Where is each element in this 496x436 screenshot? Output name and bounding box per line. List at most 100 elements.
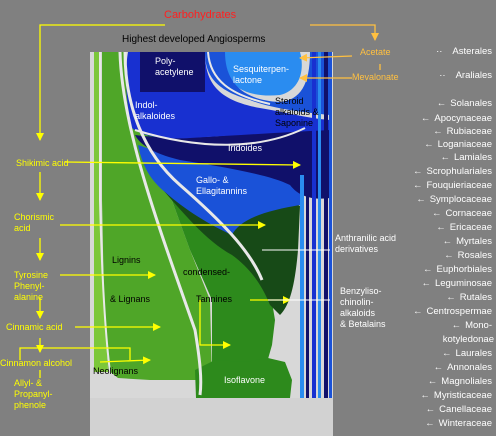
- benzyl-label: Benzyliso- chinolin- alkaloids & Betalai…: [340, 286, 386, 329]
- taxon-name: Winteraceae: [438, 418, 492, 429]
- shikimic-acid-label: Shikimic acid: [16, 158, 69, 168]
- acetate-label: Acetate: [360, 47, 391, 57]
- left-arrow-icon: ←: [433, 126, 443, 137]
- taxon-row: ←Scrophulariales: [413, 166, 492, 177]
- left-arrow-icon: ←: [420, 390, 430, 401]
- main-panel: [90, 51, 333, 436]
- indol-label: Indol- alkaloides: [135, 100, 176, 121]
- left-arrow-icon: ←: [425, 418, 435, 429]
- anthranilic-label: Anthranilic acid derivatives: [335, 233, 397, 254]
- left-arrow-icon: ←: [420, 113, 431, 124]
- condensed-label: condensed-: [183, 267, 231, 277]
- taxon-row: ←Canellaceae: [426, 404, 492, 415]
- taxon-row: ←Cornaceae: [432, 208, 492, 219]
- left-arrow-icon: ←: [416, 194, 426, 205]
- taxon-name: Euphorbiales: [436, 264, 492, 275]
- taxon-name: Loganiaceae: [437, 139, 492, 150]
- left-arrow-icon: ←: [433, 362, 444, 373]
- lignans-label: & Lignans: [110, 294, 151, 304]
- dot-marker-icon: ··: [436, 46, 443, 57]
- taxon-name: kotyledonae: [442, 334, 494, 345]
- taxon-name: Rosales: [457, 250, 492, 261]
- neolignans-label: Neolignans: [93, 366, 139, 376]
- left-arrow-icon: ←: [424, 139, 434, 150]
- taxon-row: ←Ericaceae: [436, 222, 492, 233]
- taxon-name: Apocynaceae: [434, 113, 492, 124]
- diagram-subtitle: Highest developed Angiosperms: [122, 34, 266, 45]
- taxon-name: Mono-: [465, 320, 492, 331]
- left-arrow-icon: ←: [440, 152, 450, 163]
- left-arrow-icon: ←: [442, 348, 452, 359]
- taxon-name: Fouquieriaceae: [426, 180, 493, 191]
- polyacetylene-label: Poly- acetylene: [155, 56, 194, 77]
- taxon-row: ←Mono-: [452, 320, 492, 331]
- taxon-name: Laurales: [455, 348, 492, 359]
- taxon-row: ←Laurales: [442, 348, 492, 359]
- chorismic-acid-label: Chorismic acid: [14, 212, 55, 233]
- carbohydrates-label: Carbohydrates: [164, 9, 237, 21]
- taxon-name: Leguminosae: [434, 278, 492, 289]
- gallo-label: Gallo- & Ellagitannins: [196, 175, 248, 196]
- green-isoflavone-region: [195, 358, 292, 398]
- left-arrow-icon: ←: [446, 292, 456, 303]
- dot-marker-icon: ··: [439, 70, 446, 81]
- taxon-name: Lamiales: [453, 152, 492, 163]
- taxon-row: ←Myristicaceae: [420, 390, 492, 401]
- left-arrow-icon: ←: [444, 250, 454, 261]
- taxon-name: Myrtales: [456, 236, 492, 247]
- left-arrow-icon: ←: [451, 320, 462, 331]
- left-arrow-icon: ←: [436, 222, 446, 233]
- taxon-row: ←Magnoliales: [428, 376, 492, 387]
- left-arrow-icon: ←: [413, 180, 423, 191]
- taxon-row: kotyledonae: [443, 334, 494, 345]
- white-pointers: [262, 249, 330, 301]
- taxon-name: Araliales: [455, 70, 492, 81]
- steroid-label: Steroid alkaloids & Saponine: [275, 96, 319, 128]
- taxon-name: Ericaceae: [449, 222, 492, 233]
- left-arrow-icon: ←: [413, 166, 423, 177]
- allyl-label: Allyl- & Propanyl- phenole: [14, 378, 53, 410]
- tyrosine-label: Tyrosine Phenyl- alanine: [14, 270, 49, 302]
- taxon-name: Symplocaceae: [429, 194, 492, 205]
- taxon-name: Myristicaceae: [433, 390, 492, 401]
- taxon-row: ←Fouquieriaceae: [413, 180, 492, 191]
- green-condensed-region: [130, 52, 275, 380]
- sesquiterpene-region: [225, 52, 302, 96]
- taxon-name: Magnoliales: [441, 376, 492, 387]
- taxon-row: ←Rutales: [446, 292, 492, 303]
- taxon-row: ←Lamiales: [440, 152, 492, 163]
- taxon-name: Rubiaceae: [446, 126, 492, 137]
- iridoides-label: Iridoides: [228, 143, 263, 153]
- taxon-row: ←Rosales: [444, 250, 492, 261]
- taxon-row: ←Annonales: [434, 362, 492, 373]
- cinnamic-acid-label: Cinnamic acid: [6, 322, 63, 332]
- left-arrow-icon: ←: [425, 404, 436, 415]
- orange-arrows: [299, 24, 381, 82]
- taxon-row: ←Solanales: [437, 98, 492, 109]
- taxon-name: Asterales: [452, 46, 492, 57]
- left-arrow-icon: ←: [442, 236, 453, 247]
- taxon-name: Scrophulariales: [426, 166, 492, 177]
- taxon-row: ←Leguminosae: [421, 278, 492, 289]
- taxon-row: ←Apocynaceae: [421, 113, 492, 124]
- sesquiterpene-label: Sesquiterpen- lactone: [233, 64, 290, 85]
- green-neolignans-region: [94, 52, 108, 372]
- mevalonate-label: Mevalonate: [352, 72, 399, 82]
- taxon-row: ←Symplocaceae: [416, 194, 492, 205]
- left-arrow-icon: ←: [423, 264, 433, 275]
- left-arrow-icon: ←: [421, 278, 431, 289]
- lignins-label: Lignins: [112, 255, 141, 265]
- taxon-row: ←Euphorbiales: [423, 264, 492, 275]
- taxon-name: Annonales: [447, 362, 492, 373]
- taxon-name: Canellaceae: [439, 404, 492, 415]
- left-arrow-icon: ←: [432, 208, 442, 219]
- left-arrow-icon: ←: [427, 376, 438, 387]
- steroid-region: [205, 52, 330, 115]
- taxon-row: ·· Asterales: [436, 46, 492, 57]
- taxon-name: Cornaceae: [445, 208, 492, 219]
- bottom-strip: [90, 398, 333, 436]
- taxon-row: ·· Araliales: [439, 70, 492, 81]
- tannines-label: Tannines: [196, 294, 233, 304]
- taxon-row: ←Rubiaceae: [433, 126, 492, 137]
